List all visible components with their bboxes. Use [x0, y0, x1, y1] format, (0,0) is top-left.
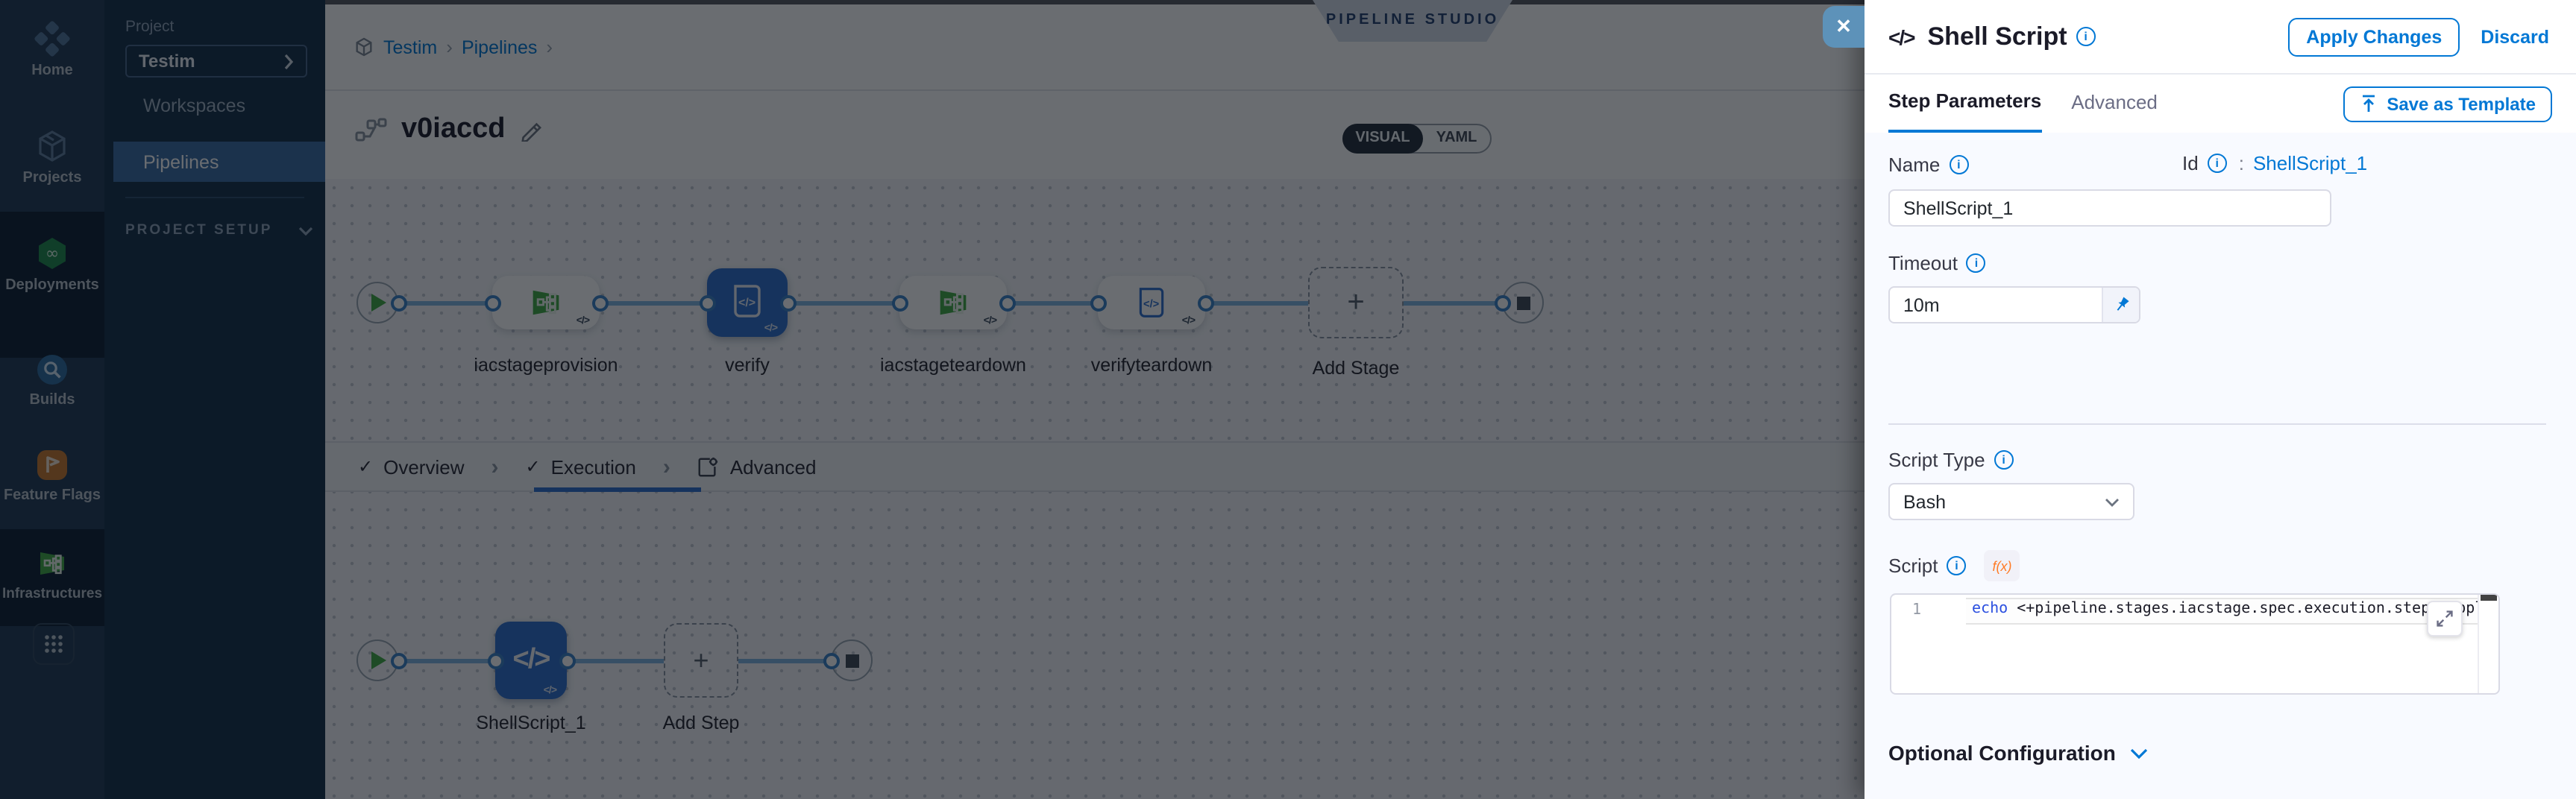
step-parameters-form: Name i Id i : ShellScript_1 Timeout i [1865, 133, 2576, 799]
optional-configuration-label: Optional Configuration [1888, 741, 2116, 765]
code-text: <+pipeline.stages.iacstage.spec.executio… [2017, 601, 2478, 617]
code-line: echo <+pipeline.stages.iacstage.spec.exe… [1972, 601, 2478, 617]
close-icon: ✕ [1835, 15, 1852, 37]
info-icon[interactable]: i [2207, 154, 2227, 173]
tab-advanced[interactable]: Advanced [2071, 91, 2158, 113]
timeout-field [1888, 286, 2140, 323]
current-line-highlight [1966, 598, 2479, 625]
form-divider [1888, 423, 2546, 425]
pin-icon [2116, 297, 2129, 311]
fullscreen-icon [2437, 610, 2453, 627]
code-keyword: echo [1972, 601, 2008, 617]
info-icon[interactable]: i [1949, 154, 1969, 174]
line-number: 1 [1912, 602, 1922, 619]
apply-changes-button[interactable]: Apply Changes [2288, 17, 2460, 56]
discard-button[interactable]: Discard [2481, 26, 2549, 47]
timeout-input[interactable] [1890, 288, 2102, 322]
drawer-tab-bar: Step Parameters Advanced Save as Templat… [1865, 75, 2576, 133]
close-drawer-button[interactable]: ✕ [1823, 6, 1865, 48]
chevron-down-icon [2131, 748, 2148, 758]
timeout-label: Timeout [1888, 251, 1958, 274]
drawer-header: </> Shell Script i Apply Changes Discard [1865, 0, 2576, 75]
script-type-select[interactable]: Bash [1888, 483, 2134, 520]
info-icon[interactable]: i [2076, 27, 2096, 46]
editor-scroll-track [2478, 595, 2479, 693]
id-label: Id [2182, 152, 2199, 174]
script-code-editor[interactable]: 1 echo <+pipeline.stages.iacstage.spec.e… [1890, 593, 2500, 695]
script-type-value: Bash [1903, 491, 1946, 512]
chevron-down-icon [2105, 498, 2119, 506]
save-as-template-button[interactable]: Save as Template [2343, 86, 2552, 121]
optional-configuration-section[interactable]: Optional Configuration [1888, 741, 2552, 765]
step-id: Id i : ShellScript_1 [2182, 152, 2367, 174]
info-icon[interactable]: i [1966, 253, 1986, 272]
name-label: Name [1888, 153, 1941, 175]
tab-step-parameters[interactable]: Step Parameters [1888, 74, 2042, 133]
upload-icon [2363, 95, 2375, 112]
expression-fx-badge[interactable]: f(x) [1984, 550, 2020, 581]
id-value-link[interactable]: ShellScript_1 [2252, 152, 2368, 174]
info-icon[interactable]: i [1994, 449, 2014, 469]
editor-scroll-thumb[interactable] [2481, 595, 2497, 601]
script-label: Script [1888, 555, 1938, 577]
pin-input-type-button[interactable] [2102, 288, 2139, 322]
code-icon: </> [1888, 25, 1916, 48]
name-input[interactable] [1888, 189, 2331, 227]
script-type-label: Script Type [1888, 448, 1985, 470]
id-separator: : [2238, 152, 2244, 174]
drawer-title: Shell Script [1927, 22, 2067, 50]
modal-dim-overlay[interactable] [0, 0, 1865, 799]
shell-script-drawer: </> Shell Script i Apply Changes Discard… [1865, 0, 2576, 799]
expand-editor-button[interactable] [2427, 601, 2463, 637]
save-as-template-label: Save as Template [2387, 93, 2536, 114]
info-icon[interactable]: i [1947, 556, 1967, 575]
